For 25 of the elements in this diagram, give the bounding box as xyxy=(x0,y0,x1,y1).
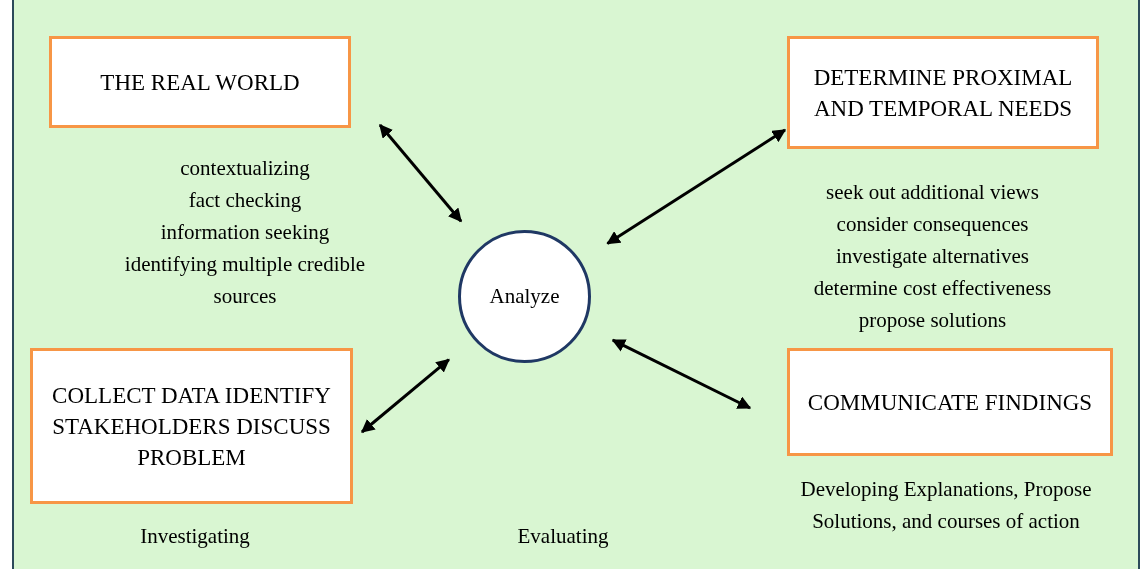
node-label: COLLECT DATA IDENTIFY STAKEHOLDERS DISCUSS PROBLEM xyxy=(51,381,332,472)
double-arrow xyxy=(360,358,450,434)
activity-text: seek out additional views xyxy=(825,179,1040,206)
node-label: THE REAL WORLD xyxy=(100,68,300,97)
node-label: COMMUNICATE FINDINGS xyxy=(807,388,1093,417)
activity-text: identifying multiple credible sources xyxy=(123,251,367,310)
double-arrow xyxy=(606,128,787,245)
activity-text: determine cost effectiveness xyxy=(812,275,1053,302)
process-box xyxy=(30,348,353,504)
activity-text: consider consequences xyxy=(835,211,1030,238)
activity-text: Developing Explanations, Propose Solutions, and courses of action xyxy=(800,476,1092,535)
stage-label: Evaluating xyxy=(517,524,609,549)
activity-text: information seeking xyxy=(159,219,331,246)
node-label: DETERMINE PROXIMAL AND TEMPORAL NEEDS xyxy=(812,63,1074,123)
activity-text: contextualizing xyxy=(179,155,311,182)
activity-text: propose solutions xyxy=(857,307,1008,334)
process-box xyxy=(787,348,1113,456)
double-arrow xyxy=(378,123,463,223)
stage-label: Investigating xyxy=(140,524,250,549)
activity-text: fact checking xyxy=(187,187,303,214)
double-arrow xyxy=(611,338,752,410)
process-box xyxy=(49,36,351,128)
activity-text: investigate alternatives xyxy=(835,243,1030,270)
node-label: Analyze xyxy=(489,284,560,309)
process-box xyxy=(787,36,1099,149)
